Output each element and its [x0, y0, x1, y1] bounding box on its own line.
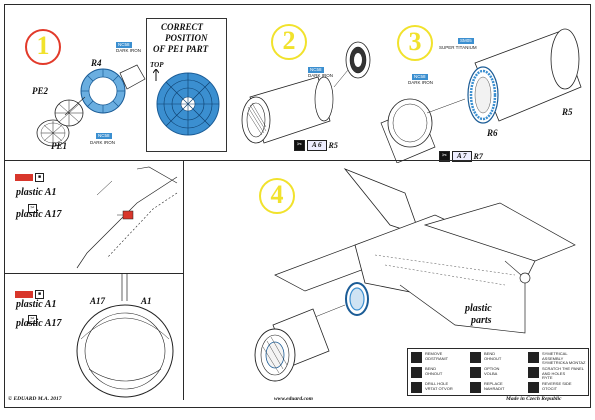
step-4-number: 4	[270, 180, 284, 209]
lb-glue-icon: ✂	[28, 311, 37, 329]
panel3-ref-r: R7	[473, 152, 483, 161]
correct-title-1: CORRECT	[161, 22, 204, 32]
option-icon	[470, 367, 481, 378]
correct-title-2: POSITION	[165, 33, 208, 43]
drill-icon	[411, 382, 422, 393]
label-r5: R5	[562, 107, 573, 117]
panel1-tag-1-desc: DARK IRON	[116, 48, 142, 53]
step-3-ring	[397, 25, 433, 61]
label-r4: R4	[91, 58, 102, 68]
lt-plastic-a1: plastic A1	[16, 187, 57, 198]
label-pe1: PE1	[51, 141, 68, 151]
footer-copyright: © EDUARD M.A. 2017	[8, 396, 62, 402]
step-4-aircraft-drawing	[274, 168, 576, 334]
remove-icon	[411, 352, 422, 363]
pe1-correct-grill	[156, 72, 220, 136]
lb-plastic-a17: plastic A17	[16, 318, 62, 329]
paint-red-chip-2: ■	[15, 286, 44, 304]
paint-icon: ■	[35, 173, 44, 183]
plastic-parts-2: parts	[471, 315, 492, 326]
step-2-number: 2	[282, 26, 296, 55]
panel1-tag-2-code: NC58	[96, 133, 112, 139]
panel3-tag-2-code: NC58	[412, 74, 428, 80]
step-3-number: 3	[408, 27, 422, 56]
plastic-parts-1: plastic	[465, 303, 492, 314]
step-2-drawing	[241, 41, 371, 144]
top-label: TOP	[150, 61, 164, 69]
panel3-tag-2-desc: DARK IRON	[408, 80, 434, 85]
footer-made-in: Made in Czech Republic	[506, 396, 562, 402]
symmetrical-icon	[528, 352, 539, 363]
panel3-tag-1-desc: SUPER TITANIUM	[439, 45, 477, 50]
left-top-drawing	[76, 166, 178, 269]
panel3-tag-1-code: SM05	[458, 38, 474, 44]
row-divider	[5, 160, 590, 161]
arrow-up-icon	[153, 69, 159, 81]
left-split-divider	[5, 273, 183, 274]
step-1-drawing	[36, 64, 146, 147]
lb-a17: A17	[90, 296, 106, 306]
step-1-number: 1	[36, 31, 50, 60]
panel2-tag-code: NC58	[308, 67, 324, 73]
panel2-ref-part: A 6	[307, 140, 327, 151]
lt-glue-icon: ✂	[28, 200, 37, 218]
footer-website: www.eduard.com	[274, 396, 313, 402]
lb-plastic-a1: plastic A1	[16, 299, 57, 310]
step-4-nozzle-drawing	[254, 308, 330, 382]
correct-position-box: CORRECT POSITION OF PE1 PART TOP	[146, 18, 227, 152]
lb-a1: A1	[141, 296, 152, 306]
left-column-divider	[183, 160, 184, 400]
step-3-drawing	[380, 28, 582, 163]
bend-icon	[470, 352, 481, 363]
bend-icon	[411, 367, 422, 378]
scratch-icon	[528, 367, 539, 378]
replace-icon: ✂	[439, 151, 450, 162]
paint-red-chip: ■	[15, 169, 44, 187]
step-4-ring	[259, 178, 295, 214]
label-pe2: PE2	[32, 86, 49, 96]
lt-plastic-a17: plastic A17	[16, 209, 62, 220]
correct-title-3: OF PE1 PART	[153, 44, 209, 54]
replace-icon: ✂	[294, 140, 305, 151]
panel2-tag-desc: DARK IRON	[308, 73, 334, 78]
panel3-ref: ✂ A 7 R7	[439, 151, 483, 162]
step-1-ring	[25, 29, 61, 65]
panel2-ref-r: R5	[328, 141, 338, 150]
panel1-tag-2-desc: DARK IRON	[90, 140, 116, 145]
label-r6: R6	[487, 128, 498, 138]
left-bottom-drawing	[76, 273, 174, 398]
panel1-tag-1-code: NC58	[116, 42, 132, 48]
replace-icon	[470, 382, 481, 393]
step-2-ring	[271, 24, 307, 60]
instruction-sheet: 1 R4 PE2 PE1 NC58 DARK IRON NC58 DARK	[4, 4, 591, 408]
panel2-ref: ✂ A 6 R5	[294, 140, 338, 151]
reverse-side-icon	[528, 382, 539, 393]
paint-icon: ■	[35, 290, 44, 300]
panel3-ref-part: A 7	[452, 151, 472, 162]
